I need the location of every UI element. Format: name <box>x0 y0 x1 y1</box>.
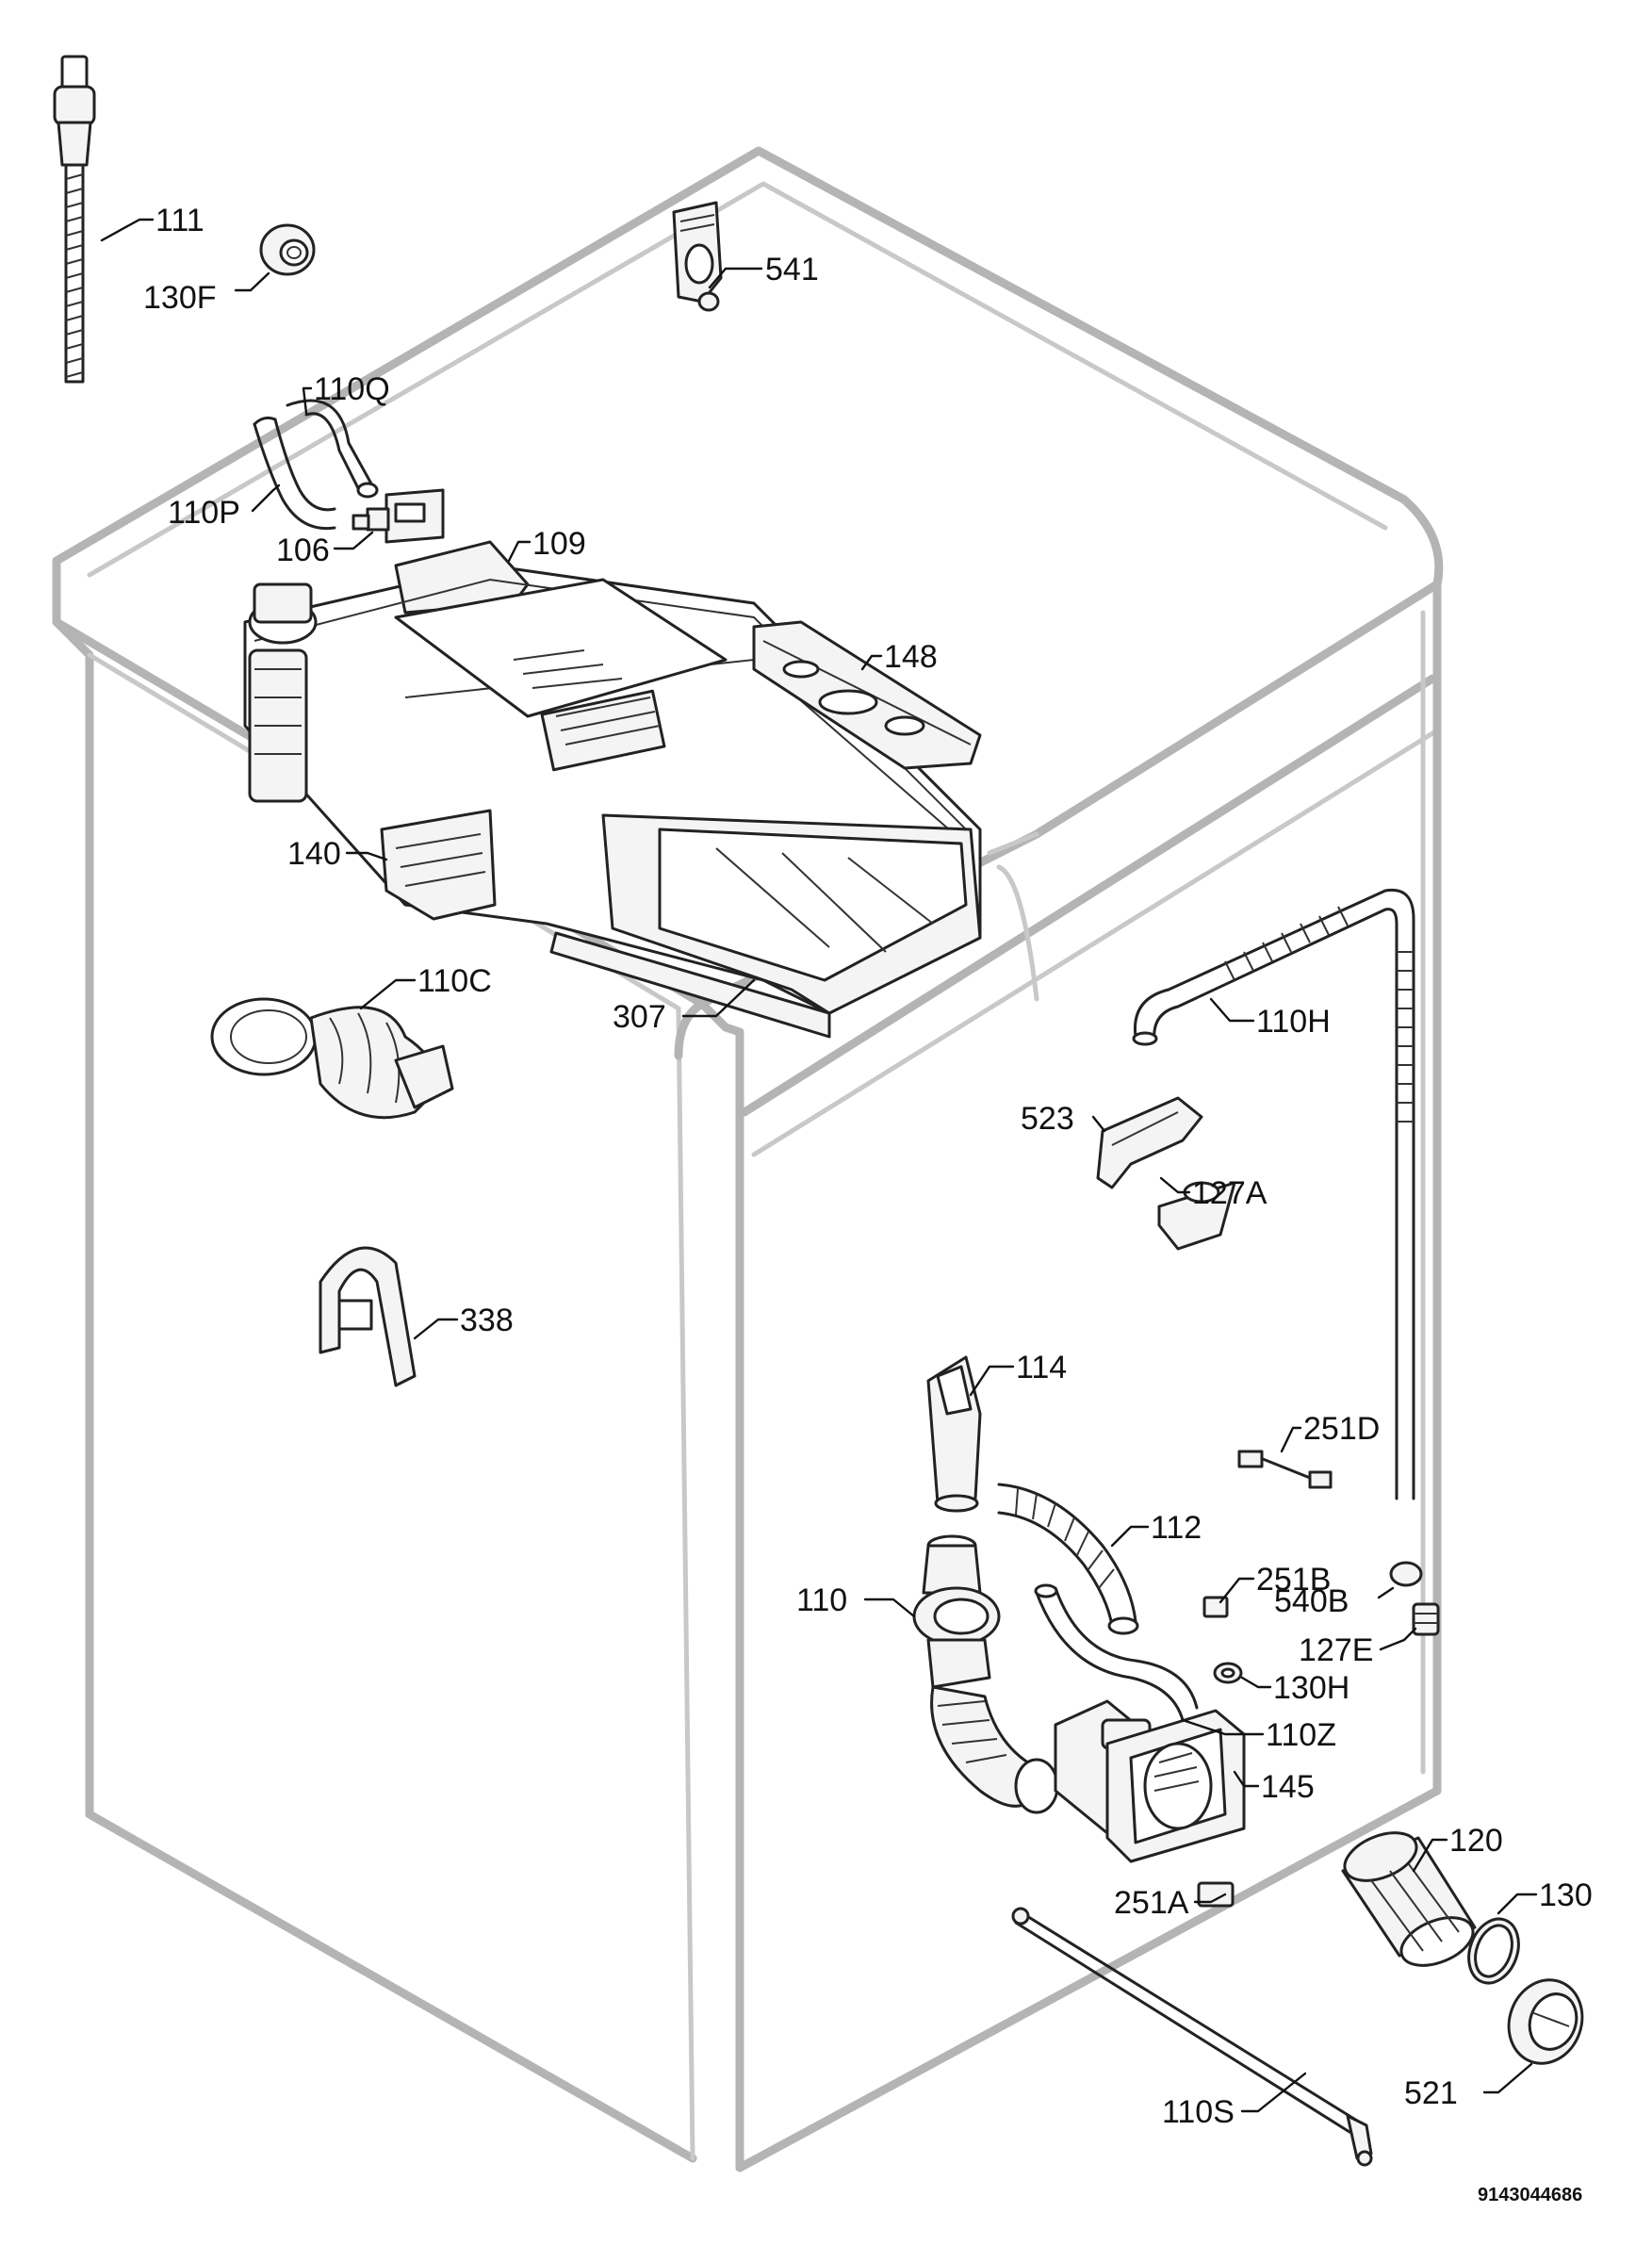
label-127E: 127E <box>1299 1632 1373 1668</box>
label-127A: 127A <box>1192 1175 1268 1211</box>
label-110Q: 110Q <box>314 371 390 407</box>
part-labels: 111 130F 541 110Q 110P 106 109 148 140 1… <box>143 203 1593 2205</box>
part-338-hose-guide <box>319 1246 417 1387</box>
label-114: 114 <box>1016 1350 1067 1385</box>
label-140: 140 <box>287 836 341 872</box>
part-109-dispenser-housing <box>243 540 982 1039</box>
part-145-pump-housing <box>1054 1699 1246 1863</box>
label-251B: 251B <box>1256 1562 1331 1598</box>
drawing-code: 9143044686 <box>1478 2185 1582 2205</box>
part-112-corrugated-hose <box>997 1483 1139 1635</box>
cabinet-outline <box>52 146 1444 2172</box>
label-110C: 110C <box>417 963 492 999</box>
label-307: 307 <box>613 999 666 1035</box>
part-130F-nut <box>259 223 316 276</box>
part-523-cover <box>1096 1096 1203 1189</box>
part-110S-tube <box>1011 1907 1373 2167</box>
label-110: 110 <box>796 1582 847 1618</box>
label-148: 148 <box>884 639 938 675</box>
label-112: 112 <box>1151 1510 1202 1546</box>
label-338: 338 <box>460 1303 514 1338</box>
part-251B-connector <box>1202 1596 1229 1618</box>
leader-lines <box>100 218 1538 2113</box>
part-110Q-hose <box>286 399 379 499</box>
part-110P-hose <box>253 416 336 531</box>
part-521-filter-cap <box>1507 1978 1584 2065</box>
part-127E-cap <box>1412 1602 1440 1636</box>
part-114-inlet-pipe <box>926 1355 982 1513</box>
label-130H: 130H <box>1273 1670 1349 1706</box>
part-148-dispenser-lid <box>752 620 982 770</box>
part-130-o-ring <box>1467 1917 1520 1985</box>
label-120: 120 <box>1449 1823 1503 1859</box>
label-130F: 130F <box>143 280 217 316</box>
label-251D: 251D <box>1303 1411 1380 1447</box>
part-251D-wiring <box>1237 1450 1333 1489</box>
label-106: 106 <box>276 533 330 568</box>
part-540B-clamp <box>1389 1561 1423 1587</box>
label-251A: 251A <box>1114 1885 1189 1921</box>
part-127A-cover <box>1157 1181 1236 1251</box>
label-130: 130 <box>1539 1877 1593 1913</box>
part-111-inlet-hose <box>53 55 96 384</box>
label-523: 523 <box>1021 1101 1074 1137</box>
part-106-valve <box>352 488 445 544</box>
part-110H-drain-hose <box>1132 888 1415 1500</box>
label-109: 109 <box>532 526 586 562</box>
part-130H-gasket <box>1213 1662 1243 1684</box>
part-110C-bellows-hose <box>210 997 454 1120</box>
part-110-sump-hose <box>912 1534 1059 1814</box>
label-110Z: 110Z <box>1266 1717 1336 1753</box>
part-110Z-hose <box>1034 1583 1199 1722</box>
label-110S: 110S <box>1162 2094 1235 2130</box>
label-521: 521 <box>1404 2075 1458 2111</box>
label-541: 541 <box>765 252 819 287</box>
part-120-filter <box>1341 1831 1477 1967</box>
label-110P: 110P <box>168 495 240 531</box>
part-541-hose-clip <box>672 201 723 312</box>
part-251A-connector <box>1197 1881 1235 1908</box>
label-110H: 110H <box>1256 1004 1331 1040</box>
label-111: 111 <box>155 203 204 238</box>
label-540B: 540B <box>1274 1583 1349 1619</box>
label-145: 145 <box>1261 1769 1315 1805</box>
